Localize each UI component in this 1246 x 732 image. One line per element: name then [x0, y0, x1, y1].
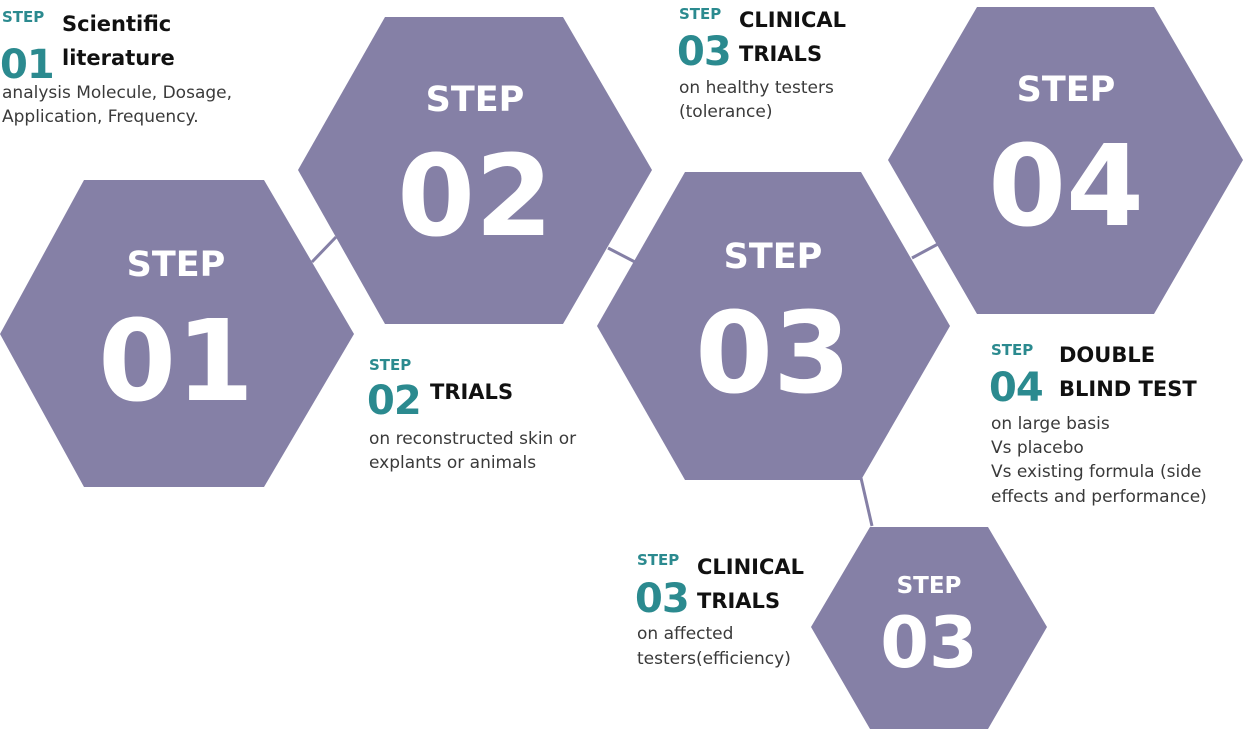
step-label: STEP — [679, 5, 722, 23]
hexagon-step-number: 04 — [988, 122, 1144, 252]
step-03-block: STEP 03 CLINICAL TRIALS on healthy teste… — [677, 5, 899, 126]
step-02-block: STEP 02 TRIALS on reconstructed skin or … — [367, 356, 629, 477]
connector-03-04 — [911, 242, 939, 260]
connector-01-02 — [310, 235, 338, 264]
connector-02-03 — [607, 246, 636, 264]
hexagon-step-word: STEP — [426, 80, 525, 120]
hexagon-step-number: 01 — [98, 297, 254, 427]
step-title-line: BLIND TEST — [1059, 377, 1197, 401]
hexagon-step-word: STEP — [1017, 70, 1116, 110]
step-label: STEP — [637, 551, 680, 569]
hexagon-step-number: 03 — [880, 602, 977, 684]
hexagon-step-word: STEP — [127, 245, 226, 285]
step-title-line: DOUBLE — [1059, 343, 1156, 367]
step-description-line: on reconstructed skin or — [369, 429, 577, 449]
step-description-line: on large basis — [991, 414, 1110, 434]
step-number: 03 — [677, 29, 732, 75]
hexagon-step-03: STEP 03 — [597, 172, 950, 480]
hexagon-step-number: 02 — [397, 132, 553, 262]
hexagon-step-01: STEP 01 — [0, 180, 354, 487]
step-title-line: TRIALS — [739, 42, 823, 66]
step-title-line: TRIALS — [430, 380, 514, 404]
step-description-line: analysis Molecule, Dosage, — [2, 83, 233, 103]
step-description-line: explants or animals — [369, 453, 537, 473]
step-title-line: TRIALS — [697, 589, 781, 613]
step-title-line: CLINICAL — [739, 8, 847, 32]
step-number: 02 — [367, 378, 422, 424]
step-title-line: CLINICAL — [697, 555, 805, 579]
step-description-line: on healthy testers — [679, 78, 834, 98]
step-label: STEP — [2, 8, 45, 26]
step-title-line: Scientific — [62, 12, 172, 36]
hexagon-step-02: STEP 02 — [298, 17, 652, 324]
step-description-line: (tolerance) — [679, 102, 773, 122]
step-title-line: literature — [62, 46, 175, 70]
step-description-line: Vs placebo — [991, 438, 1084, 458]
step-description-line: on affected — [637, 624, 734, 644]
step-description-line: effects and performance) — [991, 487, 1207, 507]
hexagon-step-word: STEP — [724, 237, 823, 277]
connector-03-03b — [859, 477, 874, 527]
step-description-line: Vs existing formula (side — [991, 462, 1202, 482]
step-label: STEP — [991, 341, 1034, 359]
step-03b-block: STEP 03 CLINICAL TRIALS on affected test… — [635, 551, 817, 682]
step-number: 01 — [0, 42, 55, 88]
step-number: 03 — [635, 576, 690, 622]
step-label: STEP — [369, 356, 412, 374]
hexagon-step-word: STEP — [897, 573, 962, 599]
step-description-line: testers(efficiency) — [637, 649, 791, 669]
hexagon-step-number: 03 — [695, 289, 851, 419]
step-01-block: STEP 01 Scientific literature analysis M… — [0, 8, 302, 139]
step-description-line: Application, Frequency. — [2, 107, 199, 127]
hexagon-step-03-small: STEP 03 — [811, 527, 1047, 729]
step-number: 04 — [989, 365, 1044, 411]
step-04-block: STEP 04 DOUBLE BLIND TEST on large basis… — [989, 341, 1241, 512]
hexagon-step-04: STEP 04 — [888, 7, 1243, 314]
